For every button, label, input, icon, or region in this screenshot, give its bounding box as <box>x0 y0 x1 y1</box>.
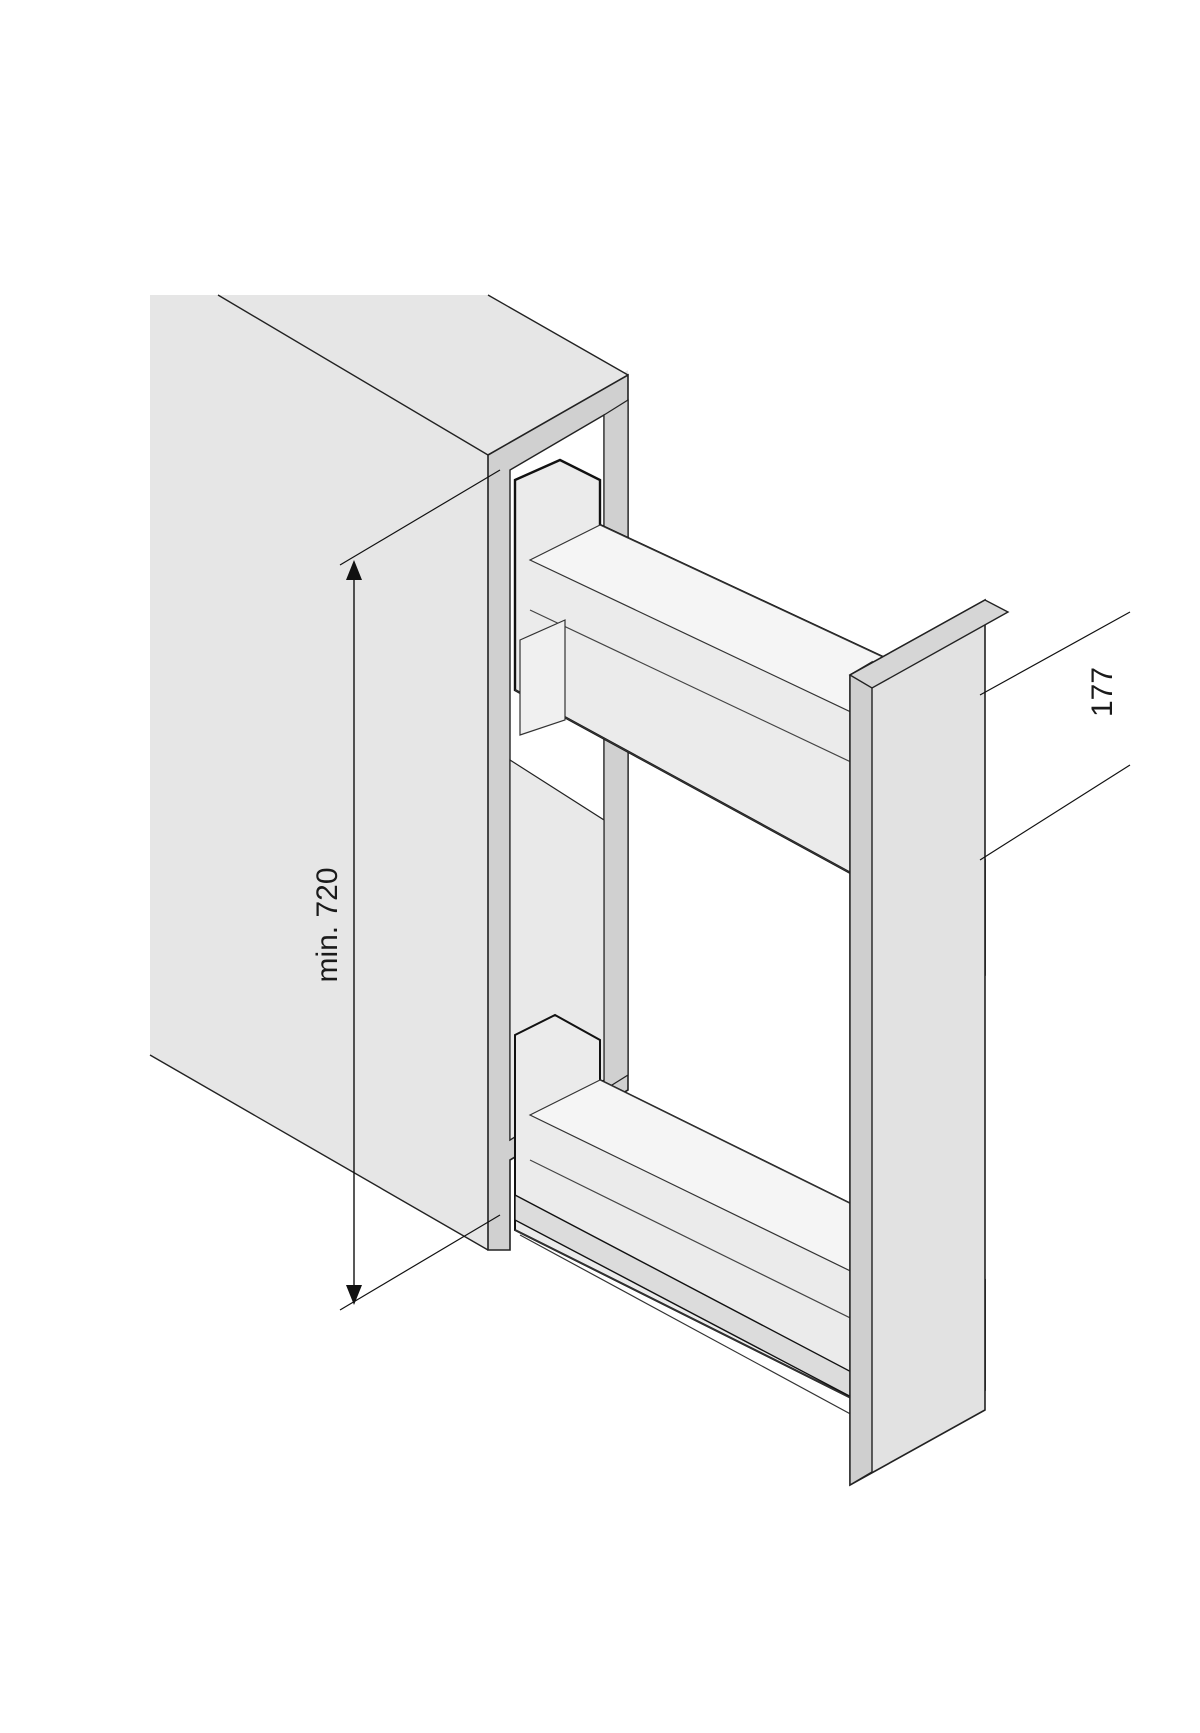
cabinet-side-panel <box>149 294 628 1251</box>
width-dimension-label: 177 <box>1086 667 1119 717</box>
height-dimension <box>339 469 501 1311</box>
width-dimension <box>979 611 1131 861</box>
front-door-panel <box>848 598 1010 1487</box>
height-dimension-label: min. 720 <box>311 867 344 982</box>
cabinet-top <box>487 294 629 455</box>
